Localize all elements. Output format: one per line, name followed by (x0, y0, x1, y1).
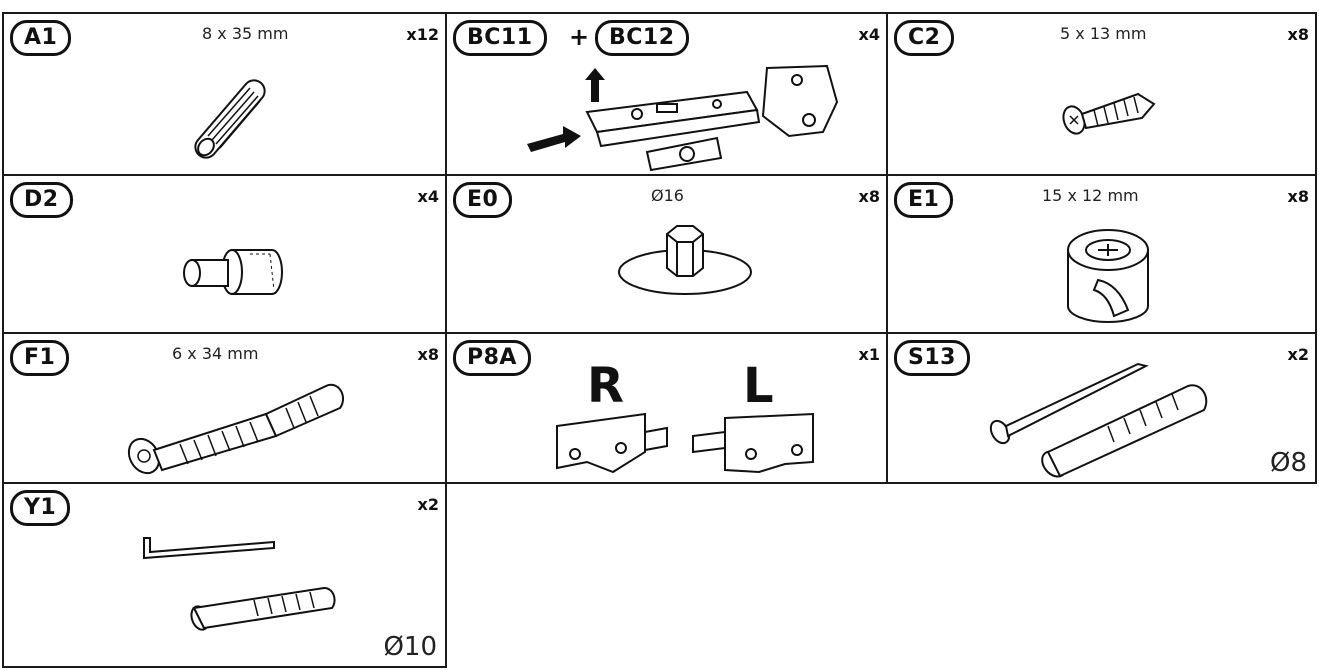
part-quantity: x8 (417, 345, 439, 364)
cam-lock-icon (1058, 220, 1158, 330)
part-cell-d2: D2 x4 (2, 174, 447, 334)
part-diameter: Ø8 (1269, 448, 1307, 478)
part-code-badge-2: BC12 (595, 20, 689, 56)
part-size: 5 x 13 mm (1060, 24, 1147, 43)
part-cell-e1: E1 15 x 12 mm x8 (886, 174, 1317, 334)
part-code-badge: S13 (894, 340, 970, 376)
part-quantity: x8 (1287, 187, 1309, 206)
left-part-label: L (743, 358, 774, 414)
hook-screw-and-wall-plug-icon (134, 532, 354, 642)
drawer-clip-left-icon (689, 412, 819, 482)
screw-and-wall-plug-icon (988, 356, 1238, 482)
cam-bolt-icon (126, 380, 346, 480)
part-cell-f1: F1 6 x 34 mm x8 (2, 332, 447, 484)
part-size: 8 x 35 mm (202, 24, 289, 43)
part-cell-bc11-bc12: BC11 + BC12 x4 (445, 12, 888, 176)
short-screw-icon (1058, 80, 1158, 140)
part-cell-p8a: P8A R L x1 (445, 332, 888, 484)
cover-cap-icon (615, 220, 755, 300)
part-size: 15 x 12 mm (1042, 186, 1139, 205)
part-quantity: x4 (417, 187, 439, 206)
part-code-badge: Y1 (10, 490, 71, 526)
part-size: 6 x 34 mm (172, 344, 259, 363)
part-code-badge: D2 (10, 182, 73, 218)
part-code-badge: F1 (10, 340, 70, 376)
shelf-support-pin-icon (180, 244, 290, 300)
part-diameter: Ø10 (383, 632, 437, 662)
part-code-badge: E0 (453, 182, 513, 218)
part-quantity: x4 (858, 25, 880, 44)
part-quantity: x2 (1287, 345, 1309, 364)
part-quantity: x1 (858, 345, 880, 364)
right-part-label: R (587, 358, 624, 414)
part-quantity: x8 (858, 187, 880, 206)
part-size: Ø16 (651, 186, 684, 205)
part-cell-a1: A1 8 x 35 mm x12 (2, 12, 447, 176)
part-code-badge: A1 (10, 20, 72, 56)
part-quantity: x8 (1287, 25, 1309, 44)
cabinet-hinge-icon (527, 62, 847, 172)
part-quantity: x12 (406, 25, 439, 44)
part-code-badge: P8A (453, 340, 531, 376)
part-cell-y1: Y1 x2 Ø10 (2, 482, 447, 668)
part-cell-c2: C2 5 x 13 mm x8 (886, 12, 1317, 176)
part-cell-e0: E0 Ø16 x8 (445, 174, 888, 334)
part-cell-s13: S13 x2 Ø8 (886, 332, 1317, 484)
drawer-clip-right-icon (553, 412, 677, 482)
part-code-badge: BC11 (453, 20, 547, 56)
wooden-dowel-icon (184, 68, 274, 158)
part-code-badge: C2 (894, 20, 955, 56)
part-quantity: x2 (417, 495, 439, 514)
part-code-joiner: + (569, 23, 590, 51)
part-code-badge: E1 (894, 182, 954, 218)
